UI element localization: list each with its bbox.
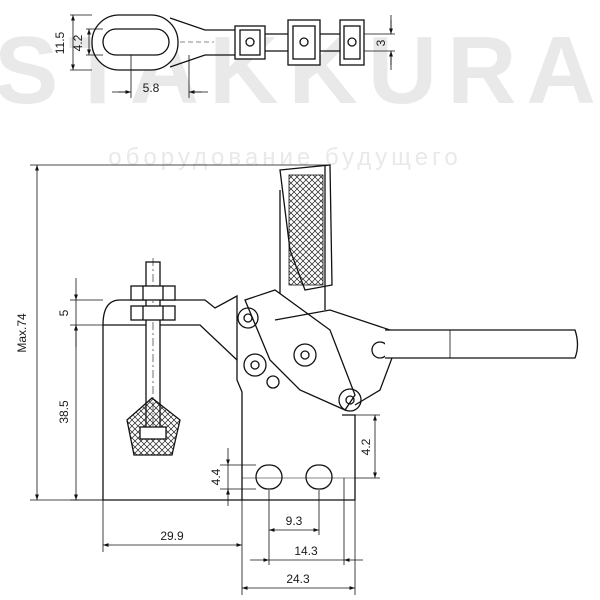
spindle-nut-top — [130, 285, 176, 301]
mount-slot-right — [305, 464, 333, 490]
dim-lever-eye-height: 11.5 — [53, 31, 67, 54]
dim-base-height: 38.5 — [57, 400, 71, 424]
mount-slot-left — [255, 464, 283, 490]
pivot-lower — [338, 388, 362, 412]
clamp-handle-bar — [385, 329, 579, 359]
clamp-linkage — [244, 289, 356, 411]
dim-lever-thickness: 3 — [374, 39, 388, 46]
dim-base-depth: 24.3 — [286, 572, 310, 586]
dim-hole-span: 14.3 — [294, 544, 318, 558]
ext-base-width — [102, 500, 243, 595]
lever-bar-1 — [265, 33, 288, 52]
lever-link-2-inner — [292, 25, 316, 60]
dim-slot-vertical: 4.4 — [209, 468, 223, 485]
clamp-body — [102, 164, 579, 501]
lever-eye-slot — [102, 28, 170, 56]
lever-link-1-inner — [239, 29, 261, 56]
handle-arm — [279, 165, 326, 310]
watermark-tagline: оборудование будущего — [108, 144, 461, 171]
dim-arm-height: 5 — [57, 309, 71, 316]
clamp-plate-step — [103, 324, 238, 361]
pivot-left — [243, 353, 267, 377]
lever-strap-upper — [169, 17, 235, 31]
ext-arm-base — [70, 299, 103, 501]
lever-top-view — [91, 14, 365, 71]
pivot-center — [293, 343, 317, 367]
handle-grip-hatch — [288, 174, 324, 286]
lever-eye-outline — [91, 14, 179, 71]
dim-lever-eye-slot: 4.2 — [71, 34, 85, 51]
clamp-foot — [242, 414, 356, 501]
main-dimensions — [30, 164, 380, 595]
stop-pin — [266, 375, 280, 389]
lever-rivet-3 — [347, 37, 357, 47]
pivot-upper — [237, 307, 259, 329]
lever-link-3-inner — [343, 25, 361, 60]
spindle-pad-socket — [139, 426, 167, 440]
lever-dimensions — [70, 14, 395, 98]
ext-hole-spacing — [268, 478, 345, 565]
ext-slot-vertical — [220, 464, 256, 490]
lever-rivet-2 — [299, 37, 309, 47]
dim-hole-spacing: 9.3 — [286, 514, 303, 528]
lever-rivet-1 — [245, 37, 255, 47]
dim-base-width: 29.9 — [160, 529, 184, 543]
dim-lever-eye-width: 5.8 — [143, 81, 160, 95]
dim-hole-edge-offset: 4.2 — [359, 438, 373, 455]
spindle-nut-bottom — [130, 305, 176, 321]
lever-bar-2 — [320, 33, 340, 52]
dim-max-height: Max.74 — [15, 313, 29, 353]
lever-strap-lower — [169, 54, 235, 68]
